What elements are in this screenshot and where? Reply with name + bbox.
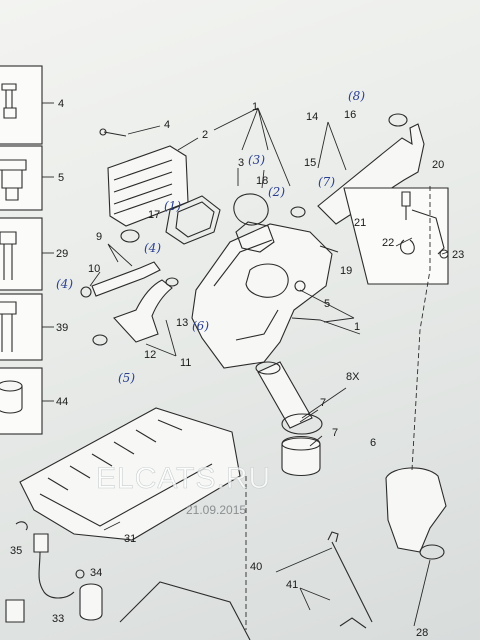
callout-18: 18: [256, 175, 268, 187]
callout-40: 40: [250, 561, 262, 573]
date-stamp: 21.09.2015: [186, 503, 246, 517]
side-ref-box-29[interactable]: [0, 217, 43, 291]
clip-part-35: [15, 521, 28, 531]
handnote-4b: (4): [56, 277, 73, 291]
side-ref-box-5[interactable]: [0, 145, 43, 211]
side-ref-box-4[interactable]: [0, 65, 43, 145]
callout-35: 35: [10, 545, 22, 557]
plug-part-5: [294, 280, 306, 292]
side-ref-label-4: 4: [58, 98, 64, 110]
leader-lines: [89, 107, 449, 627]
callout-16: 16: [344, 109, 356, 121]
filter-cap-part-6[interactable]: [281, 435, 321, 477]
side-ref-label-39: 39: [56, 322, 68, 334]
handnote-5: (5): [118, 371, 135, 385]
watermark: ELCATS.RU: [96, 462, 271, 495]
callout-1b: 1: [354, 321, 360, 333]
dipstick-part-40: [327, 531, 373, 623]
handnote-7: (7): [318, 175, 335, 189]
o-ring-part-23: [439, 249, 449, 259]
oil-filter-housing-part-1[interactable]: [191, 221, 339, 369]
pipe-part-10[interactable]: [91, 261, 161, 297]
callout-15: 15: [304, 157, 316, 169]
handnote-1: (1): [164, 199, 181, 213]
callout-31: 31: [124, 533, 136, 545]
callout-labels: 1 1 2 3 4 5 6 7 7 8X 9 10 11 12 13 14 15…: [10, 101, 464, 639]
callout-5: 5: [324, 298, 330, 310]
callout-33: 33: [52, 613, 64, 625]
callout-14: 14: [306, 111, 318, 123]
callout-20: 20: [432, 159, 444, 171]
handnote-8: (8): [348, 89, 365, 103]
callout-7: 7: [320, 397, 326, 409]
callout-9: 9: [96, 231, 102, 243]
handnote-4a: (4): [144, 241, 161, 255]
side-ref-box-44[interactable]: [0, 367, 43, 435]
callout-19: 19: [340, 265, 352, 277]
gasket-group: [120, 193, 269, 245]
sensor-part-35: [33, 533, 49, 553]
callout-8X: 8X: [346, 371, 360, 383]
filter-element-group: [255, 361, 323, 477]
part-33: [5, 599, 25, 623]
callout-17: 17: [148, 209, 160, 221]
callout-10: 10: [88, 263, 100, 275]
callout-13: 13: [176, 317, 188, 329]
bolt-part-19: [319, 245, 339, 253]
part-34: [75, 569, 85, 579]
callout-34: 34: [90, 567, 102, 579]
oil-cooler-group: [99, 125, 199, 227]
o-ring-part-12: [92, 334, 108, 346]
engine-block-lower: [119, 581, 251, 640]
callout-6: 6: [370, 437, 376, 449]
pipe-group-left: [80, 261, 179, 346]
sensor-box-20: [343, 187, 449, 285]
bolt-part-21: [401, 191, 411, 220]
callout-2: 2: [202, 129, 208, 141]
o-ring-part-16: [388, 113, 408, 127]
part-33b: [79, 583, 103, 621]
oil-pan-part-31[interactable]: [19, 407, 241, 541]
o-ring-part-17[interactable]: [120, 229, 140, 243]
pipe-part-11[interactable]: [113, 279, 173, 343]
callout-28: 28: [416, 627, 428, 639]
callout-21: 21: [354, 217, 366, 229]
callout-22: 22: [382, 237, 394, 249]
side-ref-label-44: 44: [56, 396, 68, 408]
handnote-2: (2): [268, 185, 285, 199]
seal-part-18[interactable]: [233, 193, 269, 226]
callout-3: 3: [238, 157, 244, 169]
o-ring-part-7: [281, 413, 323, 435]
handnote-6: (6): [192, 319, 209, 333]
part-box-20[interactable]: [343, 187, 449, 285]
handnote-3: (3): [248, 153, 265, 167]
o-ring-part-15: [290, 206, 306, 218]
callout-23: 23: [452, 249, 464, 261]
bolt-part-4: [103, 131, 127, 137]
o-ring-part-9: [80, 286, 92, 298]
callout-11: 11: [180, 357, 191, 369]
filter-element-part-8X[interactable]: [257, 361, 313, 429]
side-ref-label-5: 5: [58, 172, 64, 184]
callout-41: 41: [286, 579, 298, 591]
guide-line-dashed: [411, 186, 431, 471]
callout-7b: 7: [332, 427, 338, 439]
side-ref-box-39[interactable]: [0, 293, 43, 361]
lower-parts-group: [5, 467, 447, 640]
pump-part-28[interactable]: [385, 467, 447, 553]
callout-1: 1: [252, 101, 258, 113]
gasket-part-3[interactable]: [165, 195, 221, 245]
part-28-lower: [339, 617, 367, 629]
callout-12: 12: [144, 349, 156, 361]
side-ref-column: 4 5 29 39 44: [0, 65, 68, 435]
callout-4: 4: [164, 119, 170, 131]
side-ref-label-29: 29: [56, 248, 68, 260]
handwritten-notes: (8) (3) (2) (7) (1) (4) (4) (6) (5): [56, 89, 365, 385]
o-ring-part-13: [165, 277, 179, 287]
